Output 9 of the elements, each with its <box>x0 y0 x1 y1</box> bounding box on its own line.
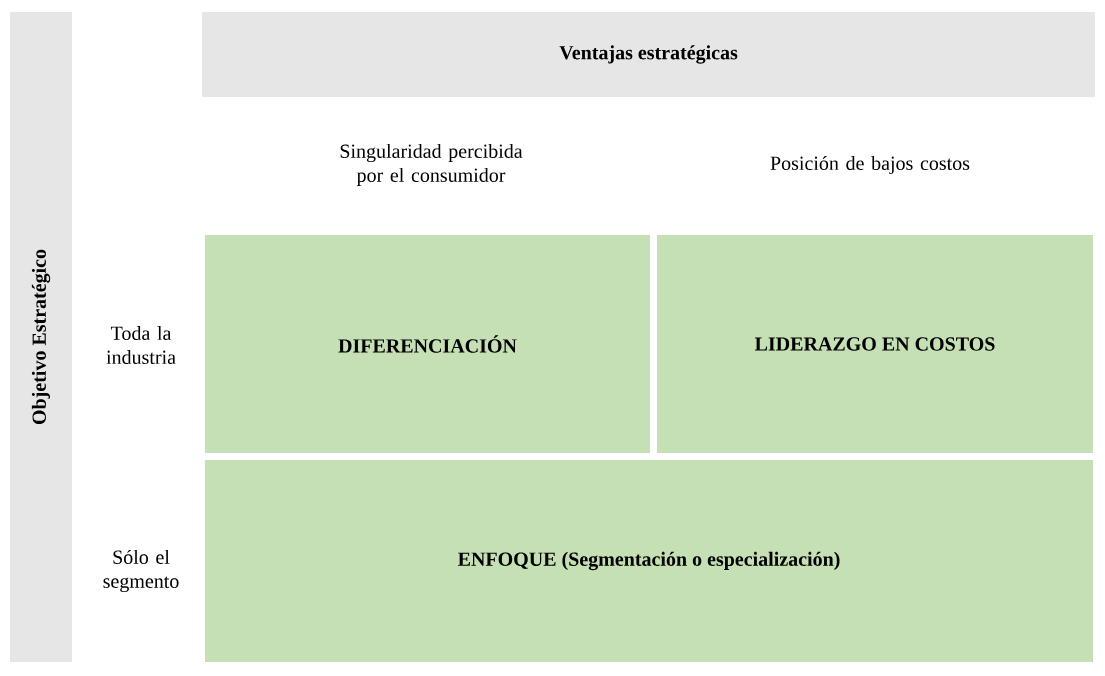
header-band: Ventajas estratégicas <box>202 12 1095 97</box>
strategy-cell: DIFERENCIACIÓN <box>205 235 650 453</box>
axis-label: Toda la industria <box>106 325 176 364</box>
axis-label: Posición de bajos costos <box>770 155 970 175</box>
strategy-cell: LIDERAZGO EN COSTOS <box>657 235 1093 453</box>
strategy-cell: ENFOQUE (Segmentación o especialización) <box>205 460 1093 662</box>
side-band: Objetivo Estratégico <box>10 12 72 662</box>
axis-label: Sólo el segmento <box>103 549 179 593</box>
axis-label: Singularidad percibida por el consumidor <box>340 143 523 187</box>
